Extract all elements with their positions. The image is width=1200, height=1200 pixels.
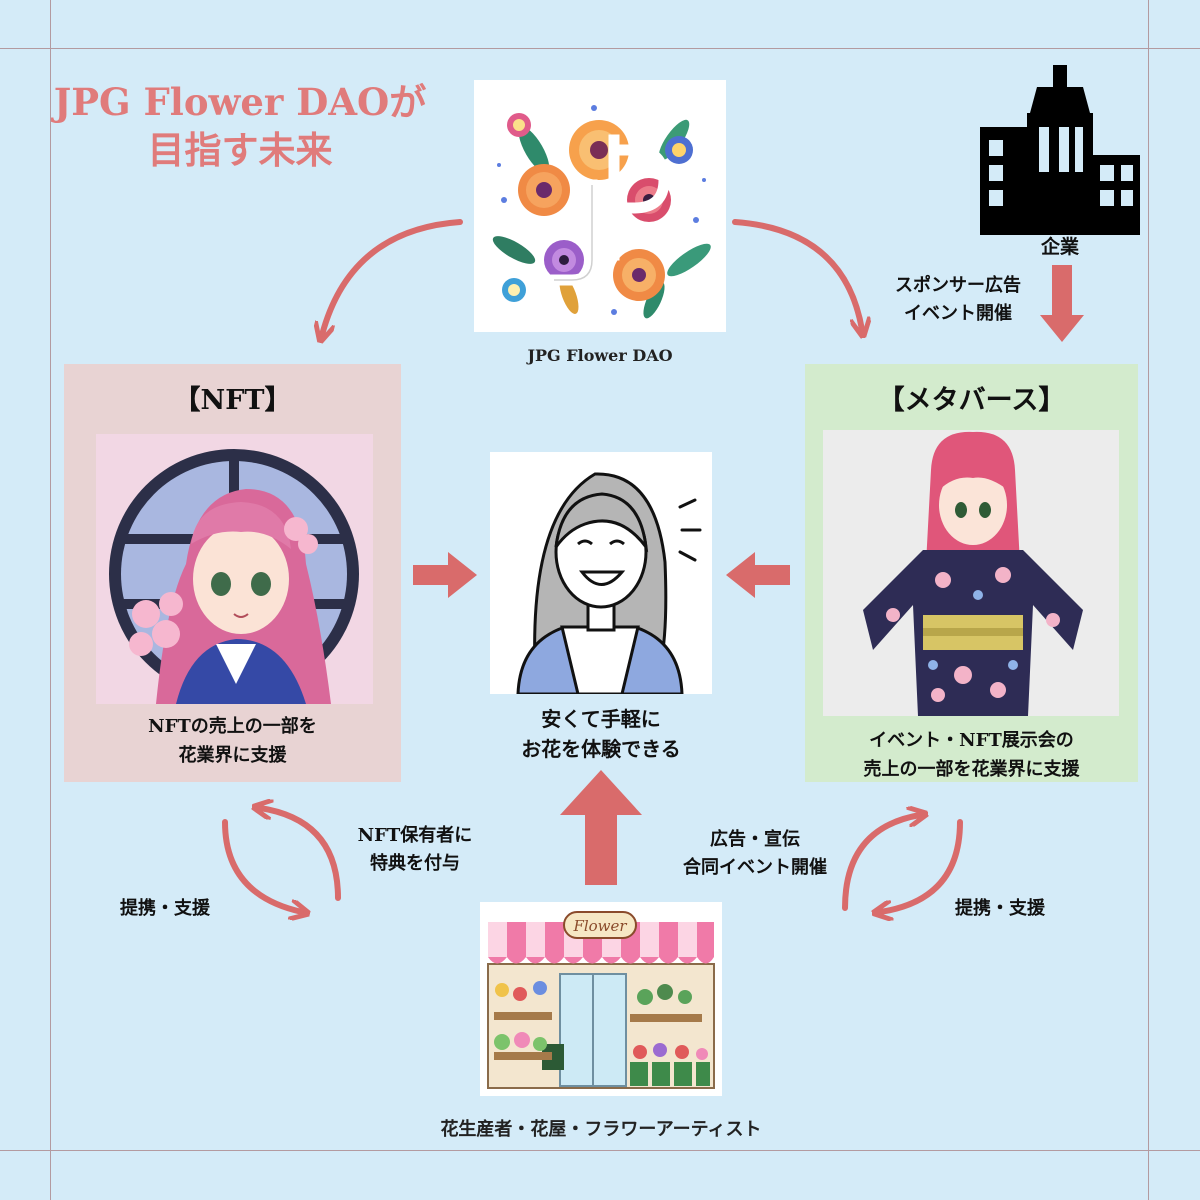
shop-sign-text: Flower	[572, 917, 627, 935]
nft-panel-line2: 花業界に支援	[178, 745, 287, 766]
main-title-line1: JPG Flower DAOが	[53, 80, 427, 124]
nft-holder-line1: NFT保有者に	[357, 825, 473, 846]
guide-line-left	[50, 0, 51, 1200]
partner-right-label: 提携・支援	[955, 898, 1045, 919]
arrow-company-down	[1040, 265, 1084, 342]
nft-panel: 【NFT】 NFTの売上の一部を 花業界に支援	[64, 364, 401, 782]
metaverse-panel-title: 【メタバース】	[877, 385, 1066, 416]
dots	[497, 105, 706, 315]
shop-caption: 花生産者・花屋・フラワーアーティスト	[440, 1119, 762, 1140]
building-icon	[975, 65, 1145, 235]
sponsor-line2: イベント開催	[904, 303, 1012, 324]
happy-person-image	[490, 452, 712, 694]
ad-label: 広告・宣伝 合同イベント開催	[655, 826, 855, 882]
guide-line-top	[0, 48, 1200, 49]
guide-line-bottom	[0, 1150, 1200, 1151]
floral-logo-illustration: JP	[474, 80, 726, 332]
nft-holder-label: NFT保有者に 特典を付与	[325, 822, 505, 878]
center-line1: 安くて手軽に	[541, 707, 661, 731]
center-line2: お花を体験できる	[521, 737, 681, 761]
nft-anime-girl-image	[96, 434, 373, 704]
center-text: 安くて手軽に お花を体験できる	[465, 704, 737, 764]
metaverse-panel: 【メタバース】 イベント・NFT展示会の 売上の一部を花業界に支援	[805, 364, 1138, 782]
metaverse-panel-text: イベント・NFT展示会の 売上の一部を花業界に支援	[805, 726, 1138, 784]
ad-line2: 合同イベント開催	[683, 857, 827, 878]
arrow-metaverse-to-center	[726, 552, 790, 598]
arrow-nft-to-center	[413, 552, 477, 598]
arrow-right-cycle-down	[880, 819, 963, 912]
leaves	[492, 119, 711, 319]
dao-caption: JPG Flower DAO	[527, 346, 673, 365]
metaverse-panel-line1: イベント・NFT展示会の	[869, 730, 1074, 751]
arrow-shop-to-center	[560, 770, 642, 885]
arrow-dao-to-metaverse	[732, 219, 862, 330]
arrow-left-cycle-up	[260, 808, 341, 901]
main-title-line2: 目指す未来	[147, 128, 333, 172]
nft-panel-title: 【NFT】	[173, 385, 292, 416]
arrow-dao-to-nft	[322, 219, 463, 335]
ad-line1: 広告・宣伝	[710, 829, 800, 850]
metaverse-avatar-image	[823, 430, 1119, 716]
sponsor-line1: スポンサー広告	[895, 275, 1021, 296]
partner-left-label: 提携・支援	[120, 898, 210, 919]
nft-panel-line1: NFTの売上の一部を	[148, 716, 317, 737]
guide-line-right	[1148, 0, 1149, 1200]
company-label: 企業	[1040, 236, 1079, 258]
nft-holder-line2: 特典を付与	[370, 853, 460, 874]
arrow-right-cycle-up	[842, 815, 920, 911]
flower-shop-image: Flower	[480, 902, 722, 1096]
metaverse-panel-line2: 売上の一部を花業界に支援	[863, 759, 1080, 780]
main-title: JPG Flower DAOが 目指す未来	[40, 78, 440, 174]
dao-logo-image: JP	[474, 80, 726, 332]
sponsor-label: スポンサー広告 イベント開催	[868, 272, 1048, 328]
nft-panel-text: NFTの売上の一部を 花業界に支援	[64, 712, 401, 770]
arrow-left-cycle-down	[222, 819, 302, 912]
